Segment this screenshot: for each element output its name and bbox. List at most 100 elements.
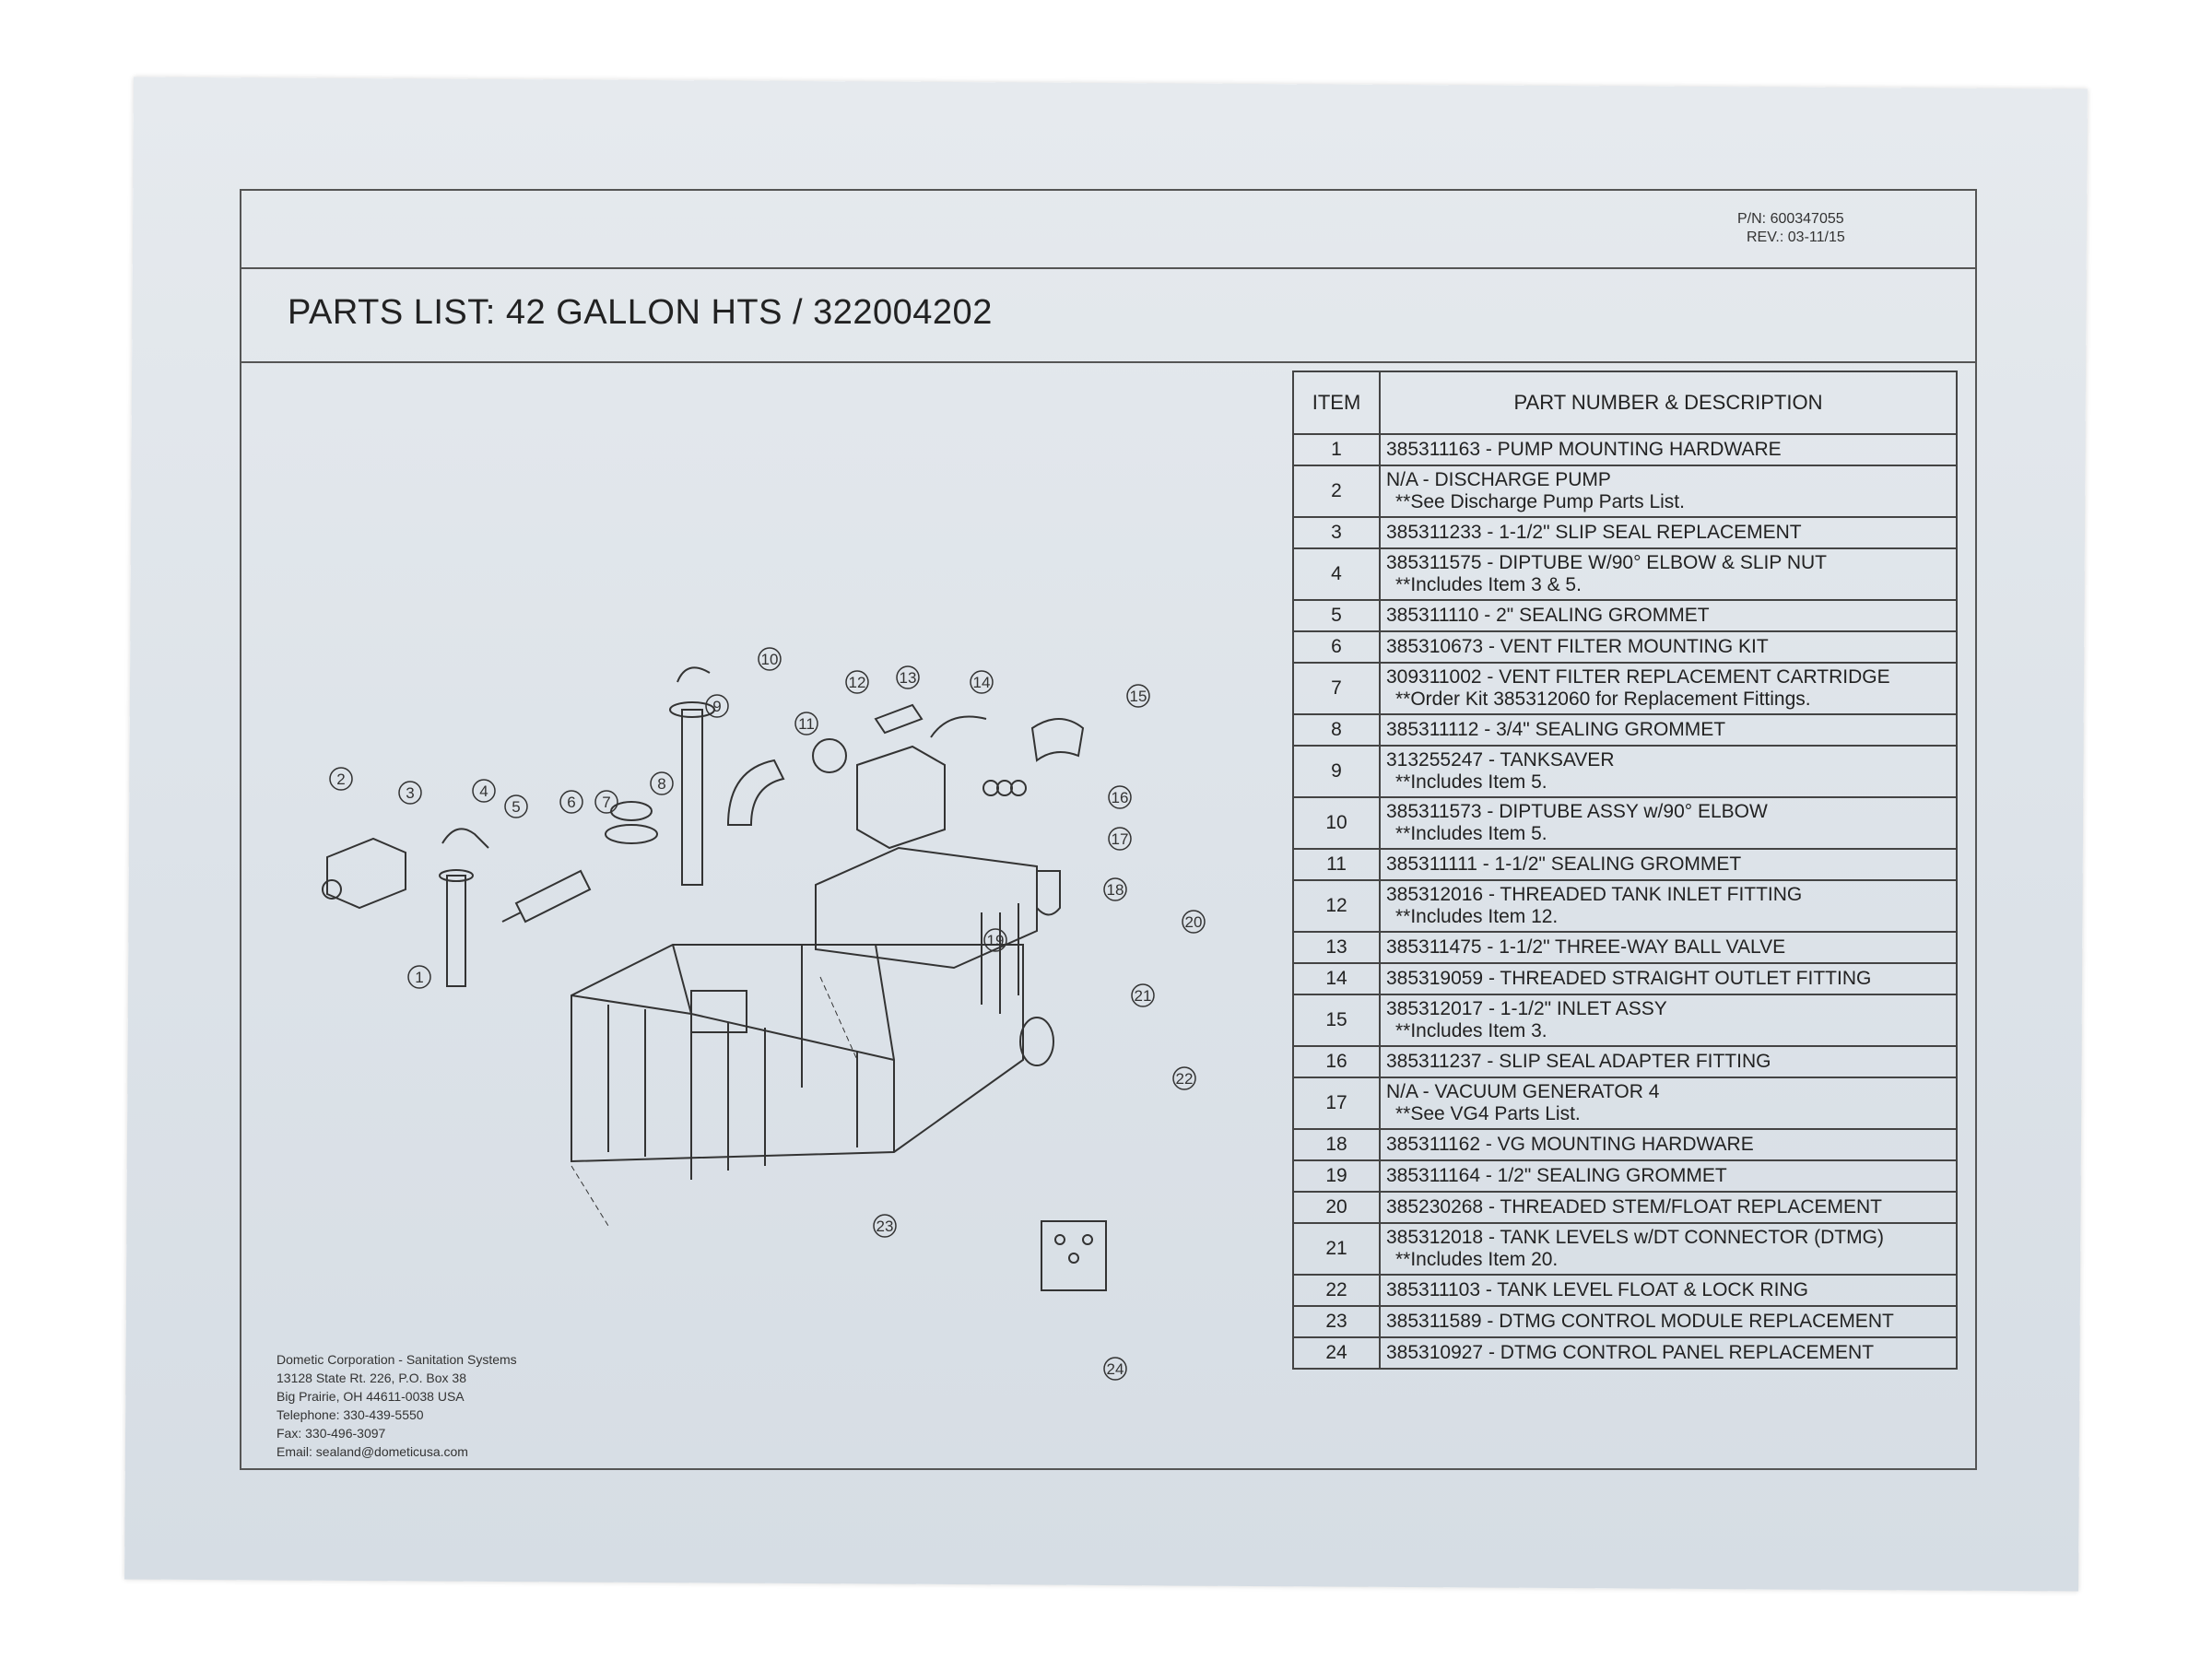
revision: REV.: 03-11/15 [1747, 229, 1845, 245]
callout-13 [896, 665, 920, 689]
vent-filter [514, 869, 592, 924]
tank-body [571, 944, 1024, 1163]
callout-4 [472, 779, 496, 803]
part-number-description: 385230268 - THREADED STEM/FLOAT REPLACEM… [1386, 1196, 1883, 1218]
item-number: 17 [1292, 1077, 1381, 1130]
callout-3 [398, 781, 422, 805]
callout-12 [845, 670, 869, 694]
part-number-description: 385312018 - TANK LEVELS w/DT CONNECTOR (… [1386, 1227, 1884, 1248]
part-number-description: 385311589 - DTMG CONTROL MODULE REPLACEM… [1386, 1311, 1894, 1332]
part-description: 309311002 - VENT FILTER REPLACEMENT CART… [1379, 662, 1958, 715]
callout-17 [1108, 827, 1132, 851]
inlet-elbow [726, 759, 785, 826]
callout-5 [504, 794, 528, 818]
part-description: 385312017 - 1-1/2" INLET ASSY**Includes … [1379, 994, 1958, 1047]
company-name: Dometic Corporation - Sanitation Systems [276, 1352, 517, 1367]
part-description: 385311162 - VG MOUNTING HARDWARE [1379, 1128, 1958, 1161]
callout-label: 7 [602, 794, 610, 811]
callout-label: 14 [973, 674, 991, 691]
callout-label: 10 [761, 651, 779, 668]
part-description: 385311163 - PUMP MOUNTING HARDWARE [1379, 433, 1958, 466]
part-description: N/A - VACUUM GENERATOR 4**See VG4 Parts … [1379, 1077, 1958, 1130]
drawing-frame [240, 189, 1977, 1470]
callout-8 [650, 771, 674, 795]
part-description: N/A - DISCHARGE PUMP**See Discharge Pump… [1379, 465, 1958, 518]
part-note: **Includes Item 5. [1395, 771, 1547, 793]
tanksaver [610, 801, 653, 821]
address-block: Dometic Corporation - Sanitation Systems… [276, 1350, 517, 1461]
callout-24 [1103, 1357, 1127, 1381]
callout-label: 3 [406, 784, 414, 802]
part-number-description: N/A - DISCHARGE PUMP [1386, 469, 1611, 490]
callout-18 [1103, 877, 1127, 901]
item-number: 1 [1292, 433, 1381, 466]
part-number-description: 385311475 - 1-1/2" THREE-WAY BALL VALVE [1386, 936, 1786, 958]
part-note: **Includes Item 12. [1395, 906, 1559, 927]
part-description: 313255247 - TANKSAVER**Includes Item 5. [1379, 745, 1958, 798]
callout-10 [758, 647, 782, 671]
diptube-left [446, 875, 466, 987]
column-header-item: ITEM [1292, 371, 1381, 435]
table-header-row: ITEM PART NUMBER & DESCRIPTION [1292, 371, 1958, 435]
item-number: 14 [1292, 962, 1381, 995]
callout-1 [407, 965, 431, 989]
item-number: 12 [1292, 879, 1381, 933]
float-stem [1036, 870, 1061, 916]
control-module-box [690, 990, 747, 1033]
callout-label: 21 [1135, 987, 1152, 1005]
part-note: **See VG4 Parts List. [1395, 1103, 1581, 1124]
item-number: 2 [1292, 465, 1381, 518]
callout-label: 24 [1107, 1360, 1124, 1378]
callout-label: 2 [336, 771, 345, 788]
part-description: 385311475 - 1-1/2" THREE-WAY BALL VALVE [1379, 931, 1958, 964]
callout-label: 22 [1176, 1070, 1194, 1088]
part-note: **Includes Item 3 & 5. [1395, 574, 1582, 595]
callout-20 [1182, 910, 1206, 934]
callout-19 [983, 928, 1007, 952]
part-number-description: 385319059 - THREADED STRAIGHT OUTLET FIT… [1386, 968, 1872, 989]
part-note: **Includes Item 3. [1395, 1020, 1547, 1041]
part-description: 385312016 - THREADED TANK INLET FITTING*… [1379, 879, 1958, 933]
callout-7 [594, 790, 618, 814]
part-number-description: 385311163 - PUMP MOUNTING HARDWARE [1386, 439, 1782, 460]
item-number: 8 [1292, 713, 1381, 747]
vacuum-generator [815, 846, 1038, 970]
callout-label: 1 [415, 969, 423, 986]
column-header-description: PART NUMBER & DESCRIPTION [1379, 371, 1958, 435]
item-number: 16 [1292, 1045, 1381, 1078]
part-number-description: 385311112 - 3/4" SEALING GROMMET [1386, 719, 1726, 740]
callout-label: 8 [657, 775, 665, 793]
callout-6 [559, 790, 583, 814]
callout-label: 23 [877, 1218, 894, 1235]
ball-valve [812, 738, 847, 773]
part-number-description: 309311002 - VENT FILTER REPLACEMENT CART… [1386, 666, 1890, 688]
item-number: 23 [1292, 1305, 1381, 1338]
item-number: 18 [1292, 1128, 1381, 1161]
part-note: **Includes Item 20. [1395, 1249, 1559, 1270]
callout-11 [794, 712, 818, 735]
item-number: 24 [1292, 1336, 1381, 1370]
part-number-description: 385311164 - 1/2" SEALING GROMMET [1386, 1165, 1727, 1186]
item-number: 3 [1292, 516, 1381, 549]
part-description: 385311237 - SLIP SEAL ADAPTER FITTING [1379, 1045, 1958, 1078]
callout-label: 5 [512, 798, 520, 816]
callout-22 [1172, 1066, 1196, 1090]
part-number-description: 385311233 - 1-1/2" SLIP SEAL REPLACEMENT [1386, 522, 1802, 543]
item-number: 4 [1292, 547, 1381, 601]
part-description: 385311110 - 2" SEALING GROMMET [1379, 599, 1958, 632]
part-description: 385311573 - DIPTUBE ASSY w/90° ELBOW**In… [1379, 796, 1958, 850]
